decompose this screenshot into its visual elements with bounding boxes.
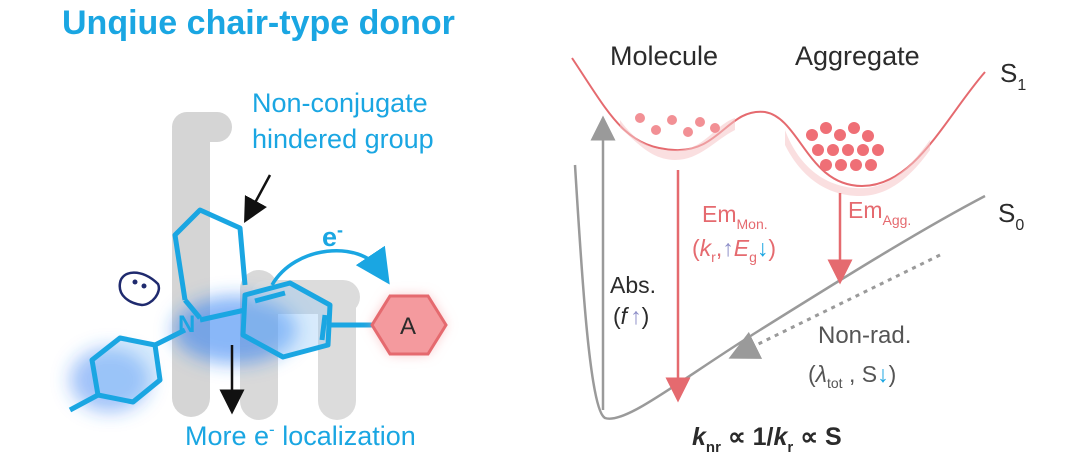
s0-potential-curve: [573, 164, 986, 420]
molecule-population-dots: [635, 113, 720, 137]
acceptor-label: A: [400, 313, 416, 340]
nonconjugate-label-line2: hindered group: [252, 124, 434, 154]
nonrad-label: Non-rad.: [818, 322, 911, 349]
em-mon-params: (kr,↑Eg↓): [692, 235, 776, 265]
chair-scaffold: [172, 112, 360, 420]
pyrrolidine-ring: [172, 207, 248, 320]
electron-label: e-: [322, 220, 343, 252]
s1-potential-curve: [571, 57, 986, 188]
pointer-arrow-top: [244, 174, 272, 223]
nonconjugate-label-line1: Non-conjugate: [252, 88, 428, 118]
s0-label: S0: [998, 198, 1024, 234]
aggregate-population-dots: [806, 122, 884, 171]
localization-label: More e- localization: [185, 420, 416, 451]
electron-transfer-arrow: [270, 245, 390, 286]
em-agg-label: EmAgg.: [848, 197, 911, 228]
em-mon-label: EmMon.: [702, 201, 768, 232]
rate-relation-formula: knr ∝ 1/kr ∝ S: [692, 423, 842, 456]
panel-title: Unqiue chair-type donor: [62, 4, 455, 42]
tolyl-ring: [68, 327, 187, 413]
s1-label: S1: [1000, 58, 1026, 94]
molecule-label: Molecule: [610, 41, 718, 71]
s1-agg-well-glow: [785, 130, 930, 196]
nonrad-params: (λtot , S↓): [808, 361, 896, 391]
lone-pair-icon: [118, 271, 161, 307]
absorption-oscillator: (f↑): [613, 303, 649, 329]
nonradiative-arrow: [728, 253, 941, 359]
phenyl-core: [240, 280, 372, 360]
nitrogen-bonds: [199, 307, 246, 323]
acceptor-hexagon: A: [370, 294, 448, 356]
nitrogen-atom: N: [178, 311, 195, 338]
aggregate-label: Aggregate: [795, 41, 920, 71]
absorption-label: Abs.: [610, 272, 656, 298]
s1-well-glow: [620, 118, 735, 160]
